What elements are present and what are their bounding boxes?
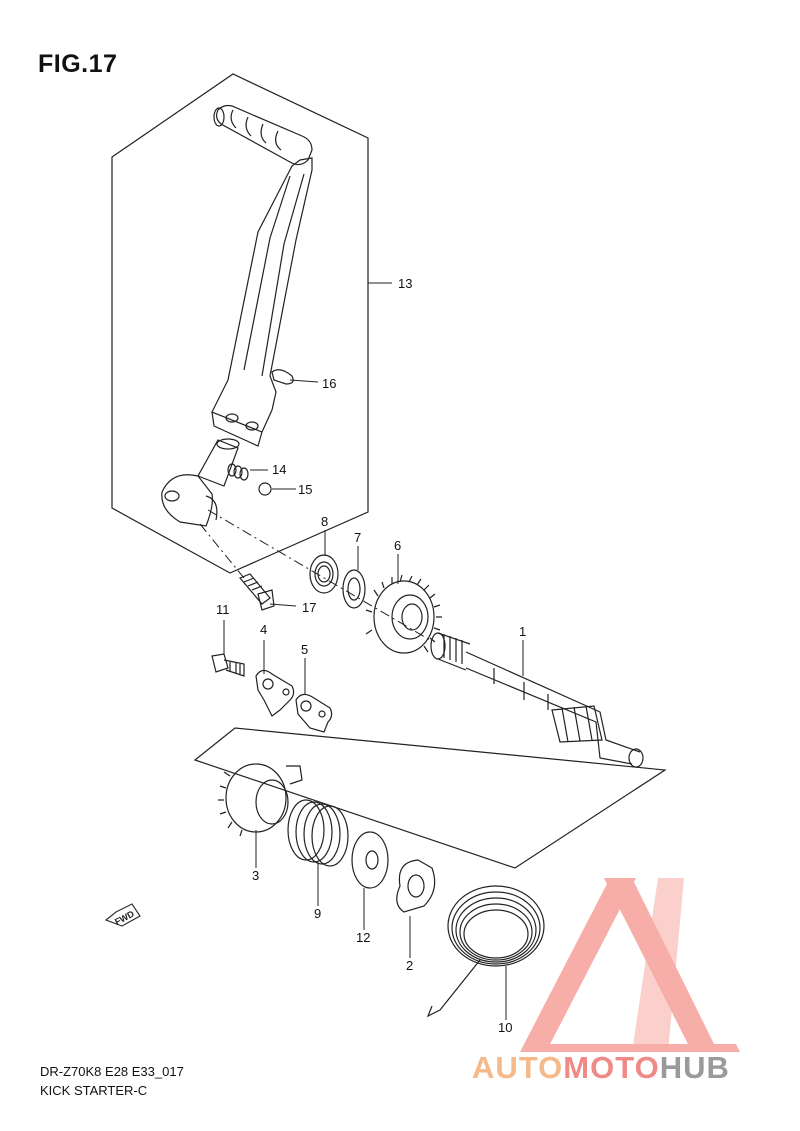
part-number-11: 11 [216, 602, 230, 617]
part-number-8: 8 [321, 514, 328, 529]
part-number-15: 15 [298, 482, 312, 497]
gear-6 [365, 574, 442, 654]
watermark-text: AUTOMOTOHUB [472, 1050, 730, 1086]
plate-4 [255, 669, 295, 717]
part-number-3: 3 [252, 868, 259, 883]
bolt-17 [239, 573, 275, 611]
ratchet-3 [218, 763, 303, 837]
part-number-9: 9 [314, 906, 321, 921]
kick-lever [211, 104, 313, 447]
spring-10 [426, 885, 545, 1018]
ball-15 [258, 482, 272, 496]
alignment-lines [199, 509, 431, 641]
part-number-1: 1 [519, 624, 526, 639]
section-name: KICK STARTER-C [40, 1083, 148, 1098]
part-number-12: 12 [356, 930, 370, 945]
watermark-text-moto: MOTO [563, 1050, 660, 1085]
spring-14 [227, 463, 249, 481]
washer-7 [342, 569, 366, 609]
part-number-6: 6 [394, 538, 401, 553]
leader-lines [223, 282, 524, 1020]
assembly-box-lower [193, 727, 667, 869]
model-code: DR-Z70K8 E28 E33_017 [40, 1064, 184, 1079]
shaft-1 [430, 632, 644, 768]
part-number-4: 4 [260, 622, 267, 637]
fwd-arrow-icon [104, 903, 141, 927]
clip-16 [271, 369, 294, 385]
bearing-8 [309, 554, 339, 594]
part-number-16: 16 [322, 376, 336, 391]
part-number-7: 7 [354, 530, 361, 545]
bolt-11 [211, 653, 245, 677]
part-number-14: 14 [272, 462, 286, 477]
assembly-box-upper [111, 73, 369, 574]
part-number-13: 13 [398, 276, 412, 291]
plate-5 [295, 693, 333, 733]
washer-12 [351, 831, 389, 889]
spring-9 [287, 799, 349, 867]
part-number-5: 5 [301, 642, 308, 657]
watermark-text-hub: HUB [659, 1050, 730, 1085]
watermark-logo-icon [520, 878, 740, 1052]
part-number-17: 17 [302, 600, 316, 615]
figure-title: FIG.17 [38, 50, 118, 78]
part-number-2: 2 [406, 958, 413, 973]
watermark-text-auto: AUTO [472, 1050, 564, 1085]
kick-pivot [161, 438, 240, 527]
part-number-10: 10 [498, 1020, 512, 1035]
guide-2 [396, 859, 436, 913]
